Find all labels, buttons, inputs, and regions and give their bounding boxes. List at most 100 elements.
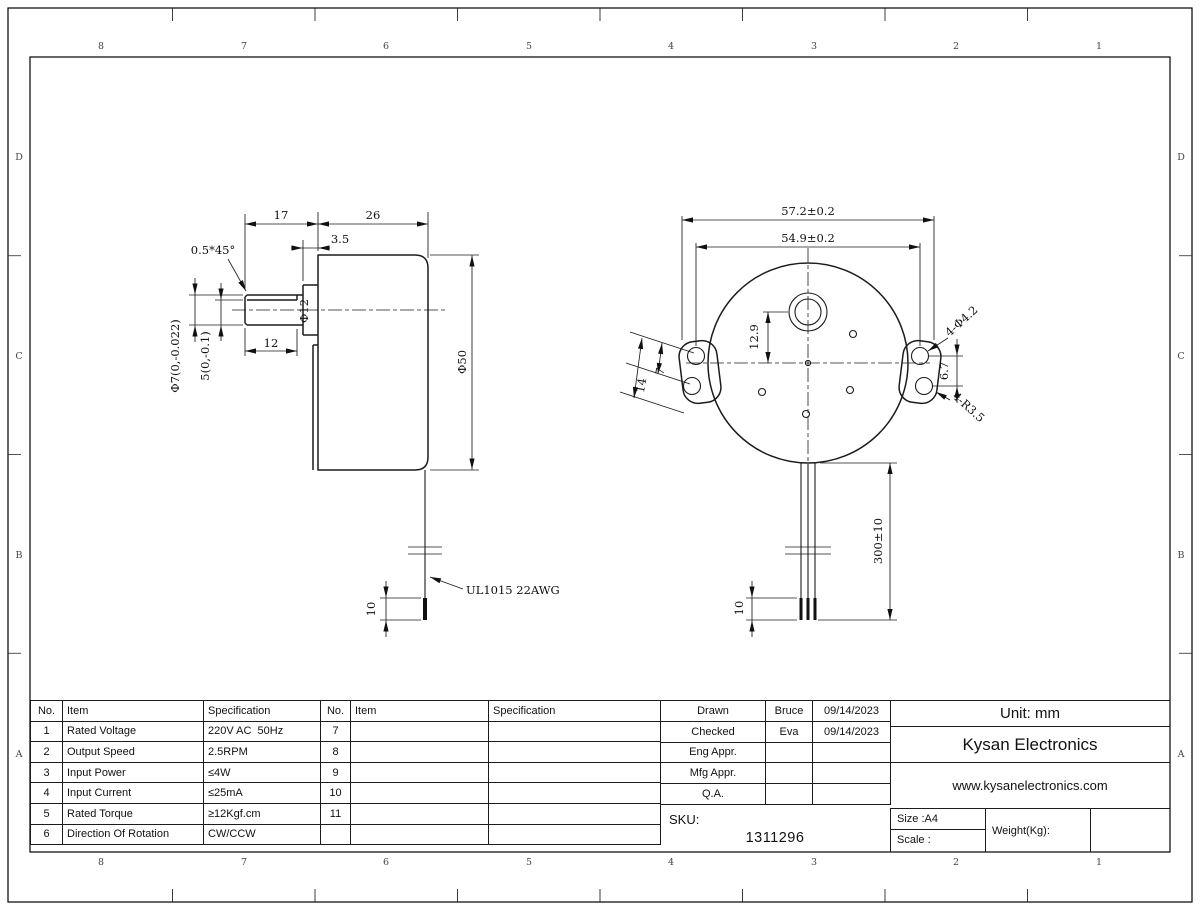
- approval-label: Drawn: [660, 700, 766, 722]
- approval-label: Q.A.: [660, 783, 766, 805]
- dim-boss-length: 3.5: [331, 232, 349, 246]
- dim-boss-diameter: Φ12: [297, 299, 311, 323]
- motor-side-view: 17 26 3.5 Φ12 Φ50 12 0.5*45° Φ7(0,-0.022…: [168, 208, 560, 637]
- spec-cell: [488, 782, 661, 804]
- approval-date: [812, 762, 891, 785]
- approval-date: 09/14/2023: [812, 720, 891, 743]
- dim-radius-callout: 4-R3.5: [950, 389, 988, 425]
- spec-cell: [320, 823, 351, 846]
- spec-cell: 2: [30, 741, 63, 763]
- zone-label: 8: [98, 857, 104, 868]
- scale-label: Scale :: [897, 834, 931, 846]
- approval-row: Q.A.: [660, 783, 891, 805]
- spec-cell: Rated Torque: [62, 802, 204, 825]
- zone-label: B: [1178, 550, 1185, 561]
- spec-cell: 8: [320, 741, 351, 763]
- sku-box: SKU: 1311296: [660, 809, 890, 852]
- spec-cell: [350, 823, 489, 846]
- dim-hole-span: 54.9±0.2: [781, 231, 835, 245]
- spec-cell: Output Speed: [62, 741, 204, 763]
- approval-label: Mfg Appr.: [660, 762, 766, 785]
- spec-cell: 4: [30, 782, 63, 804]
- spec-cell: [488, 802, 661, 825]
- approval-date: 09/14/2023: [812, 700, 891, 722]
- mounting-hole: [914, 376, 934, 396]
- wire-break-mark: [408, 546, 442, 555]
- right-mounting-ear: [898, 339, 942, 405]
- spec-cell: [350, 741, 489, 763]
- title-area: No. Item Specification No. Item Specific…: [30, 700, 1170, 852]
- spec-cell: 1: [30, 720, 63, 743]
- zone-label: 6: [383, 41, 389, 52]
- zone-label: A: [1177, 749, 1185, 760]
- spec-cell: [350, 802, 489, 825]
- dim-body-length: 26: [366, 208, 381, 222]
- dim-overall-width: 57.2±0.2: [781, 204, 835, 218]
- spec-cell: [350, 761, 489, 784]
- dim-shaft-offset: 12.9: [747, 324, 761, 350]
- zone-label: 7: [241, 41, 247, 52]
- spec-cell: Rated Voltage: [62, 720, 204, 743]
- approval-label: Eng Appr.: [660, 741, 766, 764]
- dim-shaft-diameter: Φ7(0,-0.022): [168, 319, 182, 393]
- spec-cell: Input Current: [62, 782, 204, 804]
- spec-cell: [488, 720, 661, 743]
- mounting-hole: [682, 376, 702, 396]
- empty-cell: [1090, 809, 1170, 852]
- approval-label: Checked: [660, 720, 766, 743]
- dim-strip-length: 10: [732, 601, 746, 616]
- wire-tip: [423, 598, 427, 620]
- dim-flat-length: 12: [264, 336, 279, 350]
- approval-date: [812, 783, 891, 805]
- sku-number: 1311296: [745, 830, 805, 846]
- spec-row: 2 Output Speed 2.5RPM 8: [30, 741, 661, 763]
- dim-hole-offset: 6.7: [937, 362, 951, 380]
- approval-row: Drawn Bruce 09/14/2023: [660, 700, 891, 722]
- spec-cell: ≤4W: [203, 761, 321, 784]
- approval-table: Drawn Bruce 09/14/2023 Checked Eva 09/14…: [660, 700, 891, 805]
- zone-label: D: [15, 152, 23, 163]
- dim-shaft-length: 17: [274, 208, 289, 222]
- approval-name: Bruce: [765, 700, 813, 722]
- dim-ear-14: 14: [633, 377, 649, 394]
- size-label: Size :A4: [891, 809, 985, 830]
- weight-label: Weight(Kg):: [985, 809, 1090, 852]
- wire-break-mark: [785, 546, 831, 555]
- spec-table: No. Item Specification No. Item Specific…: [30, 700, 661, 846]
- spec-row: 4 Input Current ≤25mA 10: [30, 782, 661, 804]
- spec-cell: 6: [30, 823, 63, 846]
- lead-wires: [800, 463, 816, 598]
- col-header-spec: Specification: [203, 700, 321, 722]
- zone-label: 4: [668, 41, 674, 52]
- spec-cell: 2.5RPM: [203, 741, 321, 763]
- spec-cell: 10: [320, 782, 351, 804]
- spec-row: 6 Direction Of Rotation CW/CCW: [30, 823, 661, 846]
- spec-cell: 11: [320, 802, 351, 825]
- motor-front-view: 57.2±0.2 54.9±0.2 12.9 14 7 6.7 4-Φ4.2 4…: [619, 204, 988, 637]
- zone-label: 1: [1096, 857, 1102, 868]
- company-website: www.kysanelectronics.com: [890, 763, 1170, 809]
- spec-cell: [488, 823, 661, 846]
- dim-ear-7: 7: [653, 366, 668, 376]
- zone-labels: 8 7 6 5 4 3 2 1 8 7 6 5 4 3 2 1 D C B A …: [15, 41, 1186, 868]
- col-header-spec2: Specification: [488, 700, 661, 722]
- zone-label: C: [1177, 351, 1184, 362]
- zone-label: D: [1177, 152, 1185, 163]
- mounting-hole: [910, 346, 930, 366]
- zone-label: A: [15, 749, 23, 760]
- dim-chamfer: 0.5*45°: [191, 243, 235, 257]
- dim-body-diameter: Φ50: [455, 350, 469, 374]
- spec-cell: [488, 761, 661, 784]
- spec-cell: 9: [320, 761, 351, 784]
- company-name: Kysan Electronics: [890, 727, 1170, 763]
- zone-label: 2: [953, 857, 959, 868]
- approval-name: Eva: [765, 720, 813, 743]
- approval-name: [765, 741, 813, 764]
- wire-spec-label: UL1015 22AWG: [466, 583, 560, 597]
- col-header-no: No.: [30, 700, 63, 722]
- spec-cell: Direction Of Rotation: [62, 823, 204, 846]
- spec-cell: ≥12Kgf.cm: [203, 802, 321, 825]
- spec-cell: 220V AC 50Hz: [203, 720, 321, 743]
- zone-label: 5: [526, 857, 532, 868]
